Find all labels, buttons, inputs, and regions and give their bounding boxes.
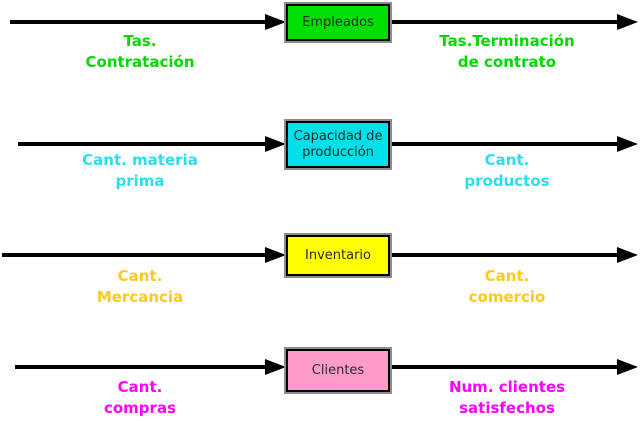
outflow-line [390, 365, 618, 369]
stock-box-empleados: Empleados [284, 2, 392, 43]
outflow-rate-label: Tas.Terminación de contrato [439, 32, 575, 71]
inflow-rate-label: Cant. materia prima [82, 151, 198, 190]
inflow-arrowhead-icon [265, 359, 286, 375]
inflow-rate-label: Cant. Mercancia [96, 267, 184, 306]
outflow-arrowhead-icon [617, 359, 638, 375]
outflow-arrowhead-icon [617, 14, 638, 30]
inflow-line [2, 253, 266, 257]
inflow-arrowhead-icon [265, 14, 286, 30]
outflow-rate-label: Cant. comercio [468, 267, 546, 306]
stock-box-clientes: Clientes [284, 347, 392, 394]
inflow-rate-label: Tas. Contratación [85, 32, 195, 71]
inflow-line [15, 365, 266, 369]
outflow-arrowhead-icon [617, 247, 638, 263]
inflow-line [18, 142, 266, 146]
outflow-line [390, 20, 618, 24]
inflow-arrowhead-icon [265, 136, 286, 152]
outflow-arrowhead-icon [617, 136, 638, 152]
outflow-line [390, 142, 618, 146]
outflow-rate-label: Num. clientes satisfechos [448, 378, 566, 417]
inflow-arrowhead-icon [265, 247, 286, 263]
stock-box-inventario: Inventario [284, 233, 392, 278]
outflow-rate-label: Cant. productos [464, 151, 550, 190]
inflow-line [10, 20, 266, 24]
inflow-rate-label: Cant. compras [103, 378, 176, 417]
outflow-line [390, 253, 618, 257]
stock-box-capacidad-de-produccion: Capacidad de producción [284, 119, 392, 170]
